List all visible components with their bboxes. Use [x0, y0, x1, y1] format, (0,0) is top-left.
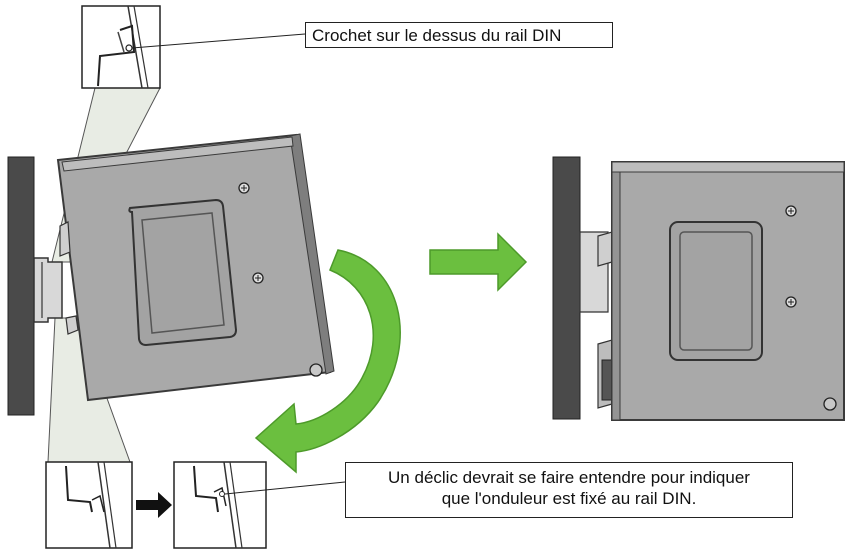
right-arrow-green	[429, 232, 528, 292]
callout-line-1: Un déclic devrait se faire entendre pour…	[388, 468, 750, 487]
screw-icon	[785, 296, 797, 308]
right-wall	[552, 156, 581, 420]
screw-icon	[238, 182, 250, 194]
callout-line-2: que l'onduleur est fixé au rail DIN.	[441, 489, 697, 509]
curved-rotate-arrow	[254, 249, 401, 474]
detail-box-top	[81, 5, 306, 89]
right-arrow-black	[136, 492, 172, 518]
left-wall	[7, 156, 35, 416]
detail-box-bottom-left	[45, 461, 133, 549]
device-mounted	[579, 161, 845, 421]
device-tilted	[56, 133, 335, 402]
screw-icon	[252, 272, 264, 284]
callout-hook-top: Crochet sur le dessus du rail DIN	[305, 22, 613, 48]
left-din-rail	[33, 257, 63, 323]
detail-box-bottom-right	[173, 461, 346, 549]
callout-click-sound: Un déclic devrait se faire entendre pour…	[345, 462, 793, 518]
screw-icon	[785, 205, 797, 217]
